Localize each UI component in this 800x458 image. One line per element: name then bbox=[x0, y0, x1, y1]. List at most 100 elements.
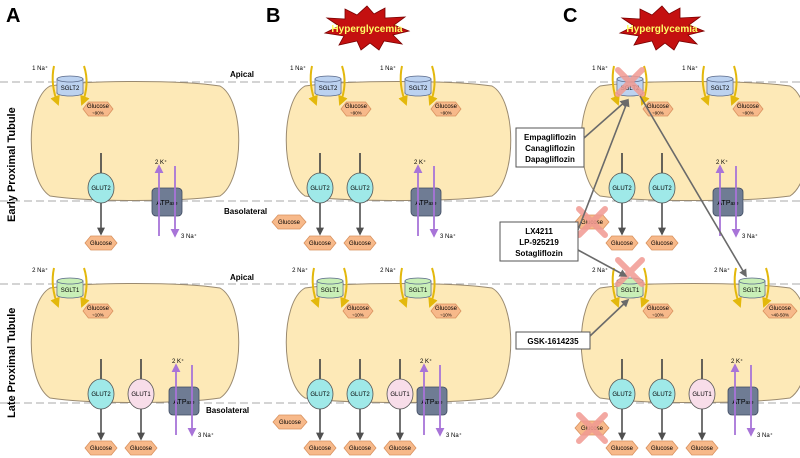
transport-elements: 1 Na⁺SGLT2Glucose~90%GLUT2GlucoseATPase2… bbox=[32, 65, 798, 456]
arrow-dual-to-sglt1 bbox=[577, 249, 628, 277]
glucose-hexagon bbox=[342, 303, 374, 319]
atpase-label: ATPase bbox=[156, 200, 177, 207]
glucose-hexagon bbox=[685, 440, 719, 456]
glucose-hexagon bbox=[605, 235, 639, 251]
glucose-label: Glucose bbox=[651, 241, 674, 247]
glucose-hexagon bbox=[343, 235, 377, 251]
glucose-label: Glucose bbox=[611, 446, 634, 452]
cylinder-top bbox=[404, 75, 432, 83]
sglt1-na-label: 2 Na⁺ bbox=[380, 267, 396, 274]
sglt2-na-arrow-in bbox=[398, 65, 408, 106]
transporter-label: SGLT2 bbox=[61, 86, 80, 92]
transporter-label: SGLT1 bbox=[621, 288, 640, 294]
block-stroke-2 bbox=[576, 206, 608, 238]
sglt1-glucose-arrow-in bbox=[340, 267, 350, 308]
glucose-label: Glucose bbox=[345, 104, 368, 110]
glucose-out-late-c-2: Glucose bbox=[645, 440, 679, 456]
sglt2-glucose-arrow-in bbox=[428, 65, 438, 106]
basolateral-label-late: Basolateral bbox=[206, 406, 249, 415]
glucose-hexagon bbox=[605, 440, 639, 456]
cell-a-early bbox=[30, 81, 240, 201]
na-out-label: 3 Na⁺ bbox=[181, 233, 197, 240]
sglt2-glucose-product: Glucose~90% bbox=[340, 101, 372, 117]
sglt2-na-label: 1 Na⁺ bbox=[682, 65, 698, 72]
k-ion-label: 2 K⁺ bbox=[414, 159, 426, 166]
atpase-label-main: ATP bbox=[173, 399, 186, 406]
glut2-early-a: GLUT2 bbox=[87, 153, 115, 236]
sglt1-na-arrow-in bbox=[732, 267, 742, 308]
transporter-label: SGLT1 bbox=[61, 288, 80, 294]
callout-box bbox=[515, 127, 585, 168]
transporter-label: GLUT2 bbox=[350, 186, 370, 192]
glucose-label: Glucose bbox=[349, 241, 372, 247]
glucose-hexagon bbox=[84, 440, 118, 456]
sglt1-glucose-arrow-in bbox=[762, 267, 772, 308]
glucose-percent: ~10% bbox=[352, 313, 364, 318]
glucose-out-late-b-2: Glucose bbox=[343, 440, 377, 456]
transporter-label: GLUT2 bbox=[91, 186, 111, 192]
panel-letter-c: C bbox=[563, 5, 577, 27]
sglt1-glucose-arrow-in bbox=[640, 267, 650, 308]
glucose-hexagon bbox=[340, 101, 372, 117]
callout-box bbox=[515, 331, 591, 350]
sglt2-transporter: SGLT2 bbox=[404, 75, 432, 97]
transporter-label: SGLT1 bbox=[321, 288, 340, 294]
basolateral-label-early: Basolateral bbox=[224, 207, 267, 216]
cylinder-fill bbox=[405, 80, 431, 93]
sglt1-na-arrow-in bbox=[50, 267, 60, 308]
glucose-label: Glucose bbox=[435, 104, 458, 110]
transporter-label: GLUT2 bbox=[350, 392, 370, 398]
glucose-extra-early-b: Glucose bbox=[271, 214, 307, 230]
glucose-hexagon bbox=[272, 414, 308, 430]
glucose-hexagon bbox=[645, 440, 679, 456]
panel-letter-b: B bbox=[266, 5, 280, 27]
glucose-percent: ~90% bbox=[440, 111, 452, 116]
glucose-label: Glucose bbox=[309, 241, 332, 247]
apical-label-late: Apical bbox=[230, 273, 254, 282]
atpase-label-main: ATP bbox=[156, 200, 169, 207]
glucose-hexagon bbox=[762, 303, 798, 319]
glucose-label: Glucose bbox=[647, 306, 670, 312]
callout-line: GSK-1614235 bbox=[527, 337, 579, 346]
sglt1-na-label: 2 Na⁺ bbox=[32, 267, 48, 274]
glucose-label: Glucose bbox=[90, 446, 113, 452]
glucose-label: Glucose bbox=[279, 420, 302, 426]
atpase-label-sub: ase bbox=[187, 400, 195, 406]
sglt2-na-label: 1 Na⁺ bbox=[592, 65, 608, 72]
glucose-label: Glucose bbox=[389, 446, 412, 452]
transporter-label: GLUT2 bbox=[91, 392, 111, 398]
sglt2-glucose-arrow-in bbox=[338, 65, 348, 106]
glucose-extra-late-b: Glucose bbox=[272, 414, 308, 430]
glut1-late-b: GLUT1 bbox=[386, 359, 414, 441]
callout-line: LP-925219 bbox=[519, 238, 559, 247]
row-label-late: Late Proximal Tubule bbox=[6, 308, 18, 418]
glucose-out-late-c-1: Glucose bbox=[605, 440, 639, 456]
sglt2-na-label: 1 Na⁺ bbox=[32, 65, 48, 72]
transporter-label: GLUT1 bbox=[692, 392, 712, 398]
sglt1-glucose-product: Glucose~10% bbox=[642, 303, 674, 319]
block-x-glucose-late-c bbox=[576, 412, 608, 444]
transporter-label: GLUT2 bbox=[612, 392, 632, 398]
svg-text:Hyperglycemia: Hyperglycemia bbox=[331, 24, 403, 35]
transporter-label: GLUT2 bbox=[652, 186, 672, 192]
transporter-label: SGLT2 bbox=[319, 86, 338, 92]
transporter-label: GLUT2 bbox=[652, 392, 672, 398]
glut2-early-b-1: GLUT2 bbox=[306, 153, 334, 236]
atpase-label: ATPase bbox=[717, 200, 738, 207]
glucose-label: Glucose bbox=[347, 306, 370, 312]
k-ion-label: 2 K⁺ bbox=[172, 358, 184, 365]
sglt2-transporter: SGLT2 bbox=[706, 75, 734, 97]
sglt1-glucose-arrow-in bbox=[428, 267, 438, 308]
k-ion-label: 2 K⁺ bbox=[420, 358, 432, 365]
sglt1-na-label: 2 Na⁺ bbox=[292, 267, 308, 274]
cylinder-fill bbox=[317, 282, 343, 295]
glucose-hexagon bbox=[430, 101, 462, 117]
glucose-out-early-c-1: Glucose bbox=[605, 235, 639, 251]
glucose-out-late-b-1: Glucose bbox=[303, 440, 337, 456]
block-x-sglt1-c bbox=[615, 257, 645, 287]
transporter-label: SGLT2 bbox=[711, 86, 730, 92]
block-stroke-2 bbox=[615, 257, 645, 287]
block-x-glucose-early-c bbox=[576, 206, 608, 238]
sglt2-na-arrow-in bbox=[610, 65, 620, 106]
